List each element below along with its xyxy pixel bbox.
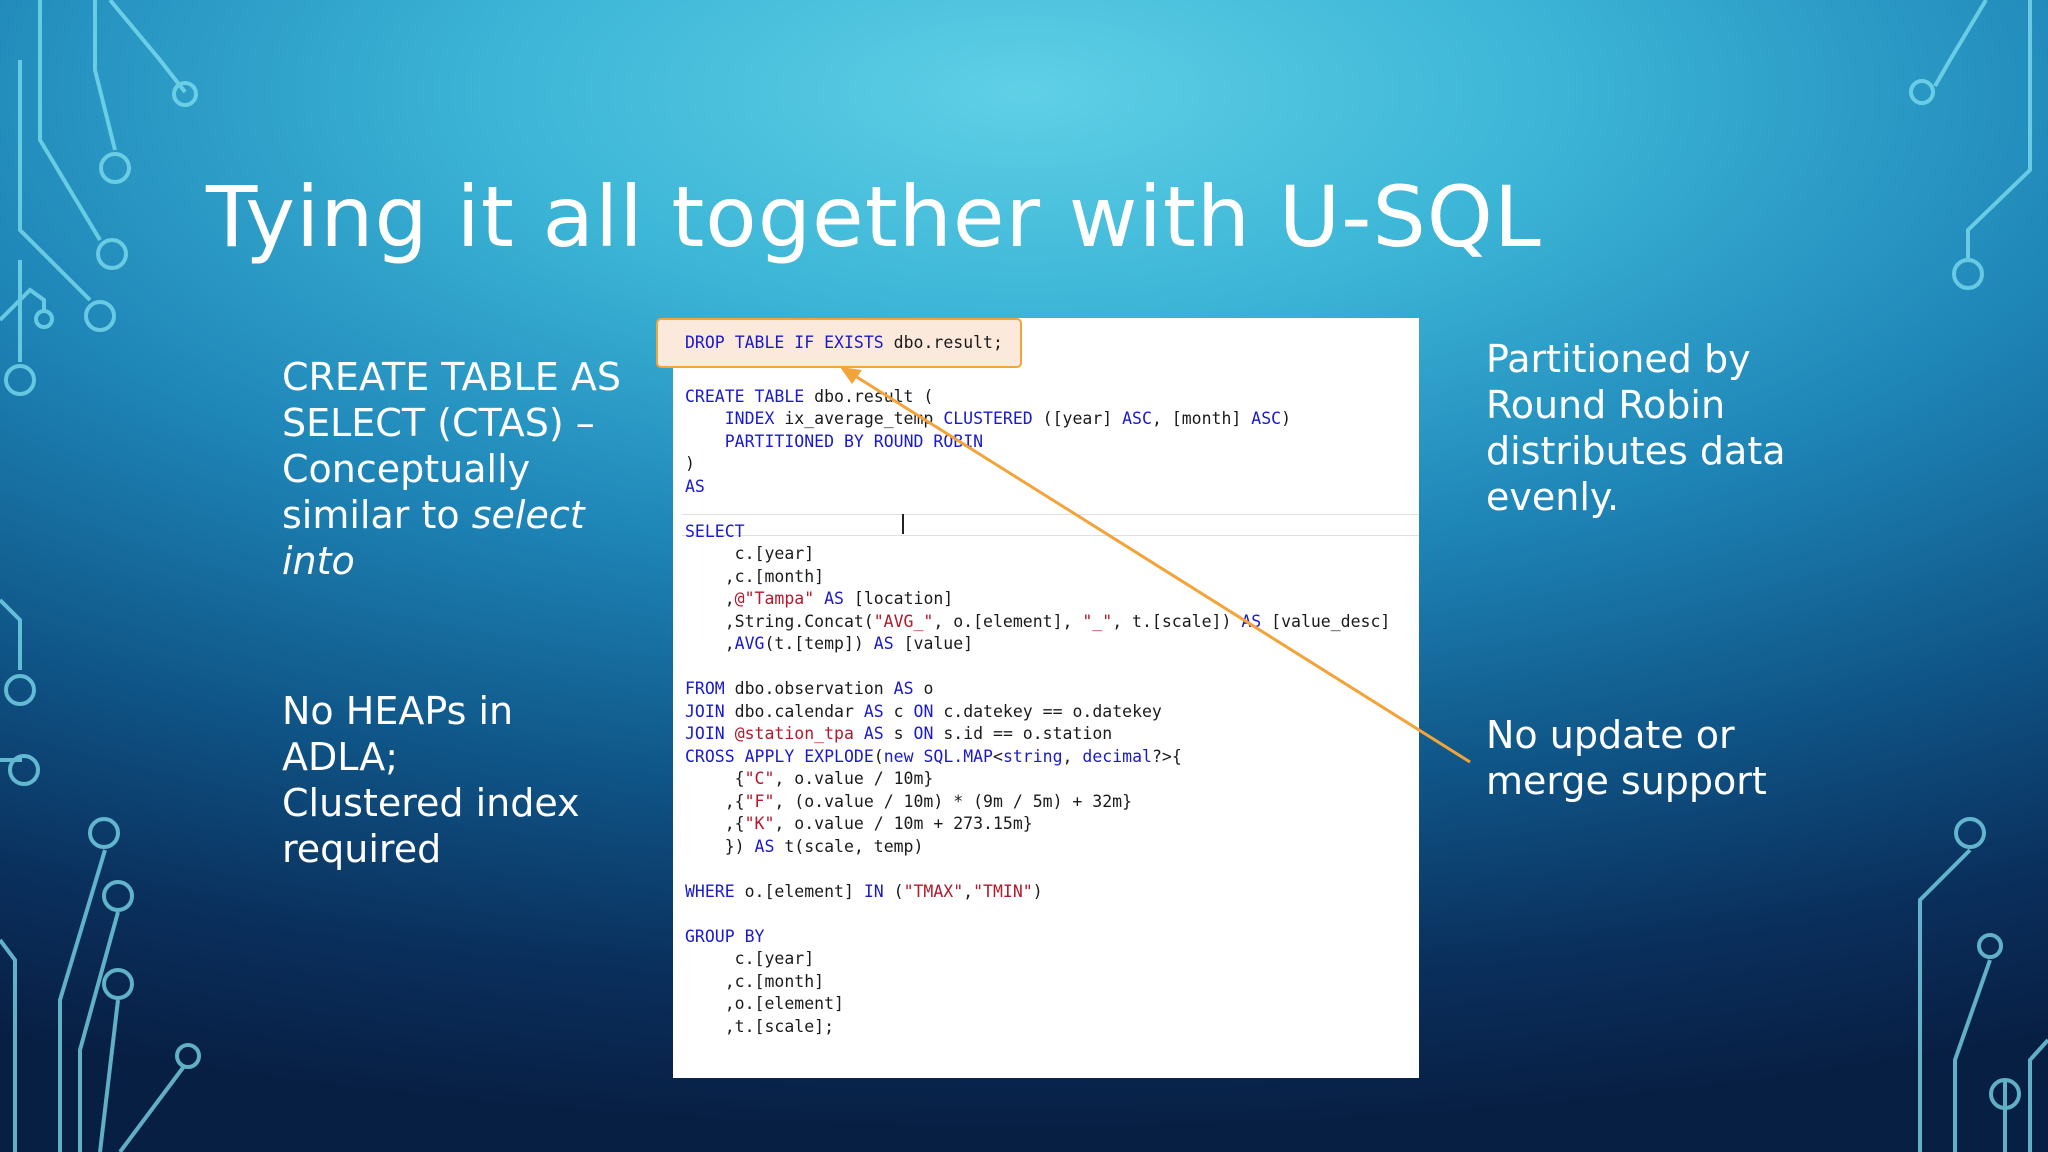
bullet-ctas-line4: similar to [282, 493, 472, 537]
bullet-ctas-into: into [282, 539, 355, 583]
code-line: ,{"K", o.value / 10m + 273.15m} [685, 814, 1033, 833]
code-line: INDEX ix_average_temp CLUSTERED ([year] … [724, 409, 1292, 428]
bullet-no-update: No update or merge support [1486, 713, 1767, 803]
code-line: c.[year] [685, 949, 815, 968]
code-line: GROUP BY [685, 926, 765, 946]
bullet-ctas-line1: CREATE TABLE AS [282, 355, 621, 399]
code-line: }) AS t(scale, temp) [685, 836, 924, 856]
code-line: CREATE TABLE dbo.result ( [685, 386, 934, 406]
bullet-ctas-line3: Conceptually [282, 447, 531, 491]
code-line: ) [685, 454, 695, 473]
code-line: ,@"Tampa" AS [location] [685, 589, 954, 608]
bullet-ctas: CREATE TABLE AS SELECT (CTAS) – Conceptu… [282, 354, 642, 584]
code-line [685, 903, 1390, 926]
code-line: c.[year] [685, 544, 815, 563]
code-line: JOIN dbo.calendar AS c ON c.datekey == o… [685, 701, 1162, 721]
code-line: ,c.[month] [685, 566, 825, 586]
code-line [685, 498, 1390, 521]
code-panel: CREATE TABLE dbo.result ( INDEX ix_avera… [673, 318, 1419, 1078]
bullet-partitioned: Partitioned by Round Robin distributes d… [1486, 337, 1798, 519]
code-line: ,{"F", (o.value / 10m) * (9m / 5m) + 32m… [685, 791, 1133, 811]
code-line: ,o.[element] [685, 994, 844, 1013]
code-line: PARTITIONED BY ROUND ROBIN [724, 431, 984, 451]
bullet-ctas-line2: SELECT (CTAS) – [282, 401, 595, 445]
code-line: ,c.[month] [685, 971, 825, 991]
code-line: WHERE o.[element] IN ("TMAX","TMIN") [685, 881, 1043, 901]
slide-title: Tying it all together with U-SQL [206, 168, 1542, 266]
code-line [685, 656, 1390, 679]
code-line: SELECT [685, 521, 745, 541]
code-line: FROM dbo.observation AS o [685, 679, 934, 698]
code-line: ,AVG(t.[temp]) AS [value] [685, 634, 974, 653]
code-line: JOIN @station_tpa AS s ON s.id == o.stat… [685, 724, 1113, 743]
bullet-heaps: No HEAPs in ADLA; Clustered index requir… [282, 689, 592, 871]
code-line: ,t.[scale]; [685, 1016, 835, 1036]
drop-table-statement: DROP TABLE IF EXISTS dbo.result; [685, 333, 1003, 352]
code-line: CROSS APPLY EXPLODE(new SQL.MAP<string, … [685, 746, 1182, 766]
code-line: {"C", o.value / 10m} [685, 769, 934, 788]
bullet-ctas-select: select [471, 493, 585, 537]
code-line [685, 858, 1390, 881]
code-line: ,String.Concat("AVG_", o.[element], "_",… [685, 611, 1391, 631]
code-block: CREATE TABLE dbo.result ( INDEX ix_avera… [685, 318, 1390, 1038]
highlight-box [656, 318, 1022, 368]
code-line: AS [685, 476, 705, 496]
